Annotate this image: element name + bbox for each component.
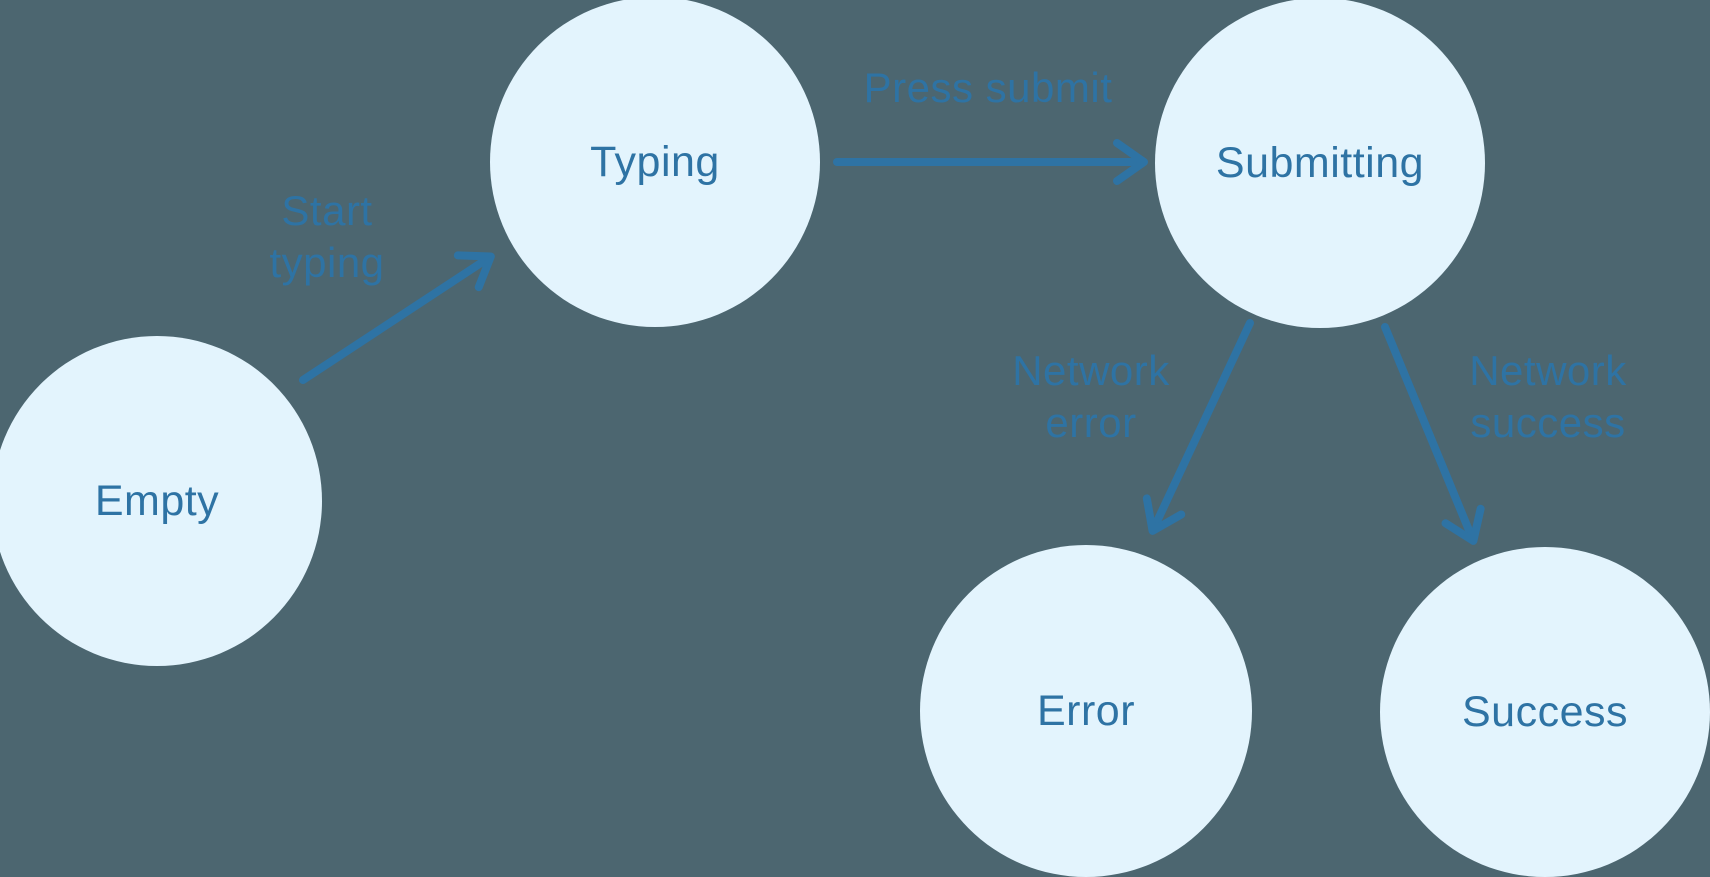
edge-label-line: Network xyxy=(1469,347,1627,394)
edge-label-network-error: Network error xyxy=(1012,345,1170,449)
edge-label-network-success: Network success xyxy=(1469,345,1627,449)
state-node-success: Success xyxy=(1380,547,1710,877)
state-node-error: Error xyxy=(920,545,1252,877)
state-node-empty: Empty xyxy=(0,336,322,666)
state-node-label: Success xyxy=(1461,687,1628,736)
edge-label-line: Network xyxy=(1012,347,1170,394)
state-node-typing: Typing xyxy=(490,0,820,327)
edge-label-start-typing: Start typing xyxy=(269,185,384,289)
state-node-label: Submitting xyxy=(1215,138,1425,187)
edge-label-line: typing xyxy=(269,239,385,286)
state-node-submitting: Submitting xyxy=(1155,0,1485,328)
edge-label-line: error xyxy=(1045,399,1137,446)
state-node-label: Typing xyxy=(590,137,720,186)
state-node-label: Empty xyxy=(94,476,220,525)
edge-arrow-empty-to-typing xyxy=(299,251,495,384)
edge-label-line: Press submit xyxy=(863,64,1113,111)
edge-arrow-submitting-to-success xyxy=(1381,323,1485,545)
edge-arrow-submitting-to-error xyxy=(1142,319,1254,535)
edge-label-press-submit: Press submit xyxy=(864,62,1113,114)
state-node-label: Error xyxy=(1036,686,1136,735)
edge-label-line: Start xyxy=(281,187,373,234)
edge-label-line: success xyxy=(1470,399,1626,446)
